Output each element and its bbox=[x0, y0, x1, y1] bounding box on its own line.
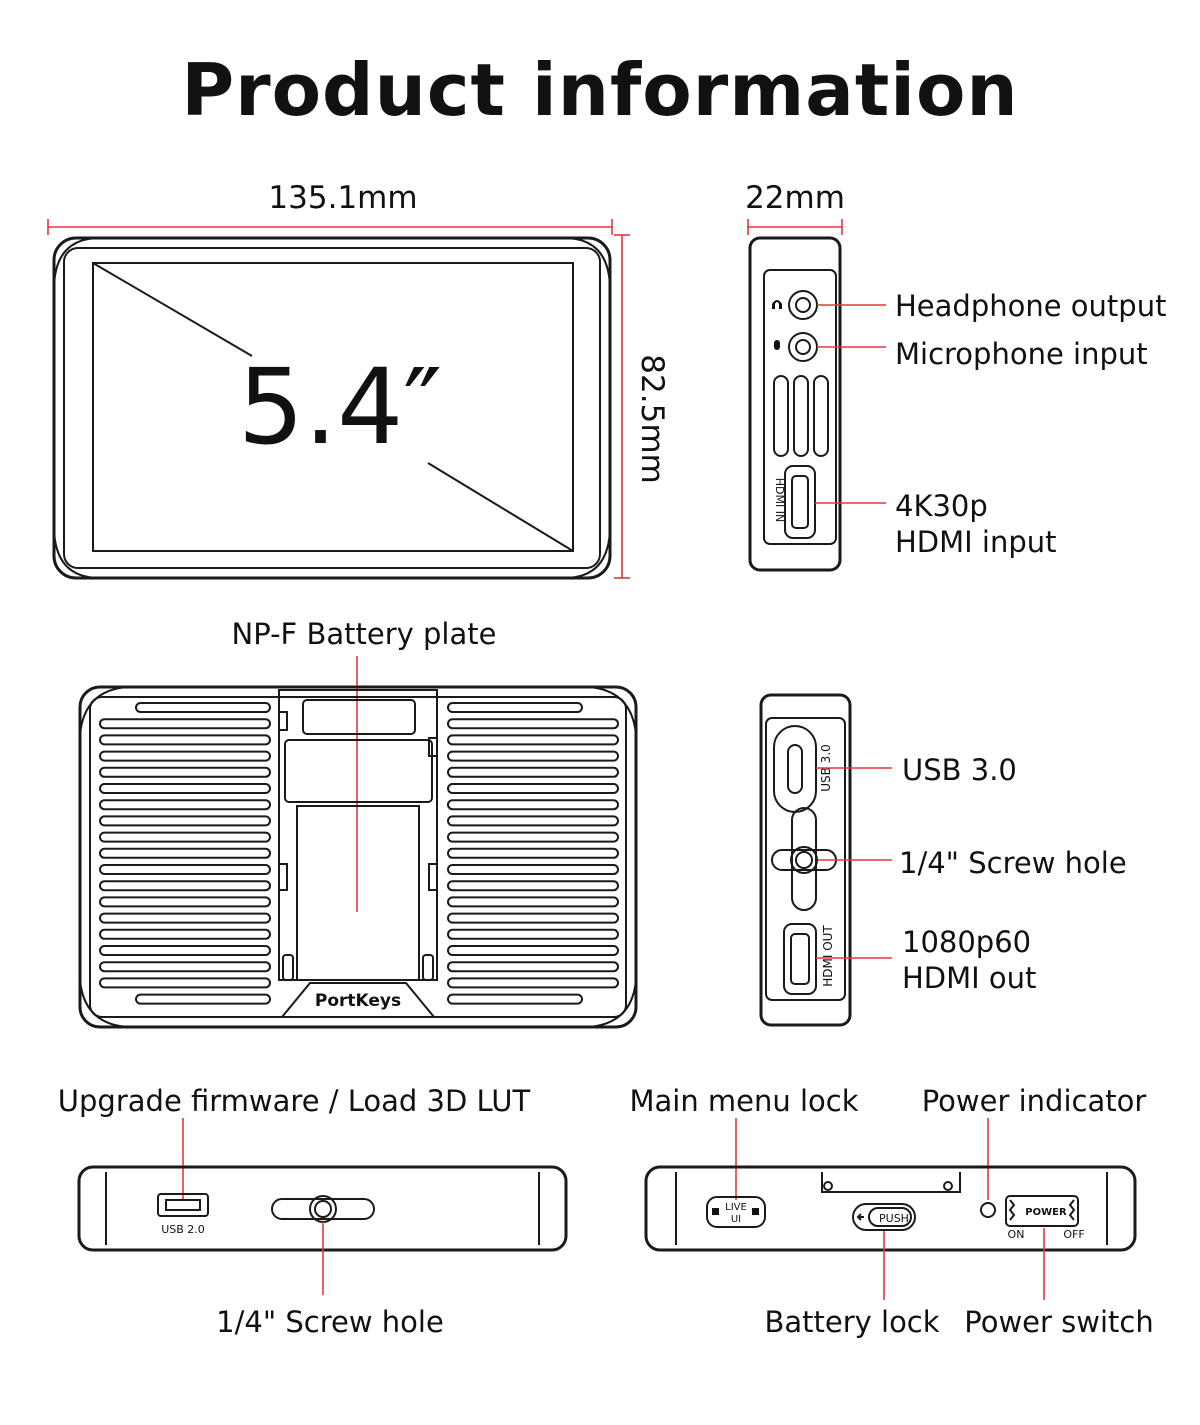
screw-hole-side bbox=[790, 846, 818, 874]
vent-slot bbox=[99, 880, 271, 892]
vent-slot bbox=[447, 880, 619, 892]
vent-slot bbox=[99, 977, 271, 989]
usb2-text: USB 2.0 bbox=[161, 1223, 205, 1236]
bottom-view: Upgrade firmware / Load 3D LUT USB 2.0 1… bbox=[58, 1084, 568, 1339]
vent-slot bbox=[447, 945, 619, 956]
back-vents bbox=[99, 702, 619, 1005]
front-view: 135.1mm 82.5mm 5.4″ bbox=[47, 180, 670, 580]
vent-slot bbox=[447, 928, 619, 940]
on-text: ON bbox=[1008, 1228, 1025, 1241]
vent-slot bbox=[99, 928, 271, 940]
vent-slot bbox=[447, 831, 619, 843]
off-text: OFF bbox=[1063, 1228, 1084, 1241]
screw-hole-bottom-label: 1/4" Screw hole bbox=[216, 1305, 444, 1339]
vent-slot bbox=[99, 945, 271, 956]
vent-slot bbox=[447, 961, 619, 973]
power-indicator-label: Power indicator bbox=[922, 1084, 1147, 1118]
thickness-dimension-label: 22mm bbox=[745, 180, 845, 216]
height-dimension-label: 82.5mm bbox=[634, 354, 670, 483]
vent-slot bbox=[447, 847, 619, 859]
vent-slot bbox=[99, 912, 271, 924]
vent-slot bbox=[447, 783, 619, 794]
screw-hole-side-label: 1/4" Screw hole bbox=[899, 846, 1127, 880]
main-menu-lock-label: Main menu lock bbox=[629, 1084, 858, 1118]
vent-slot bbox=[99, 864, 271, 875]
usb3-port bbox=[773, 725, 817, 813]
top-body bbox=[644, 1165, 1137, 1252]
brand-plate bbox=[279, 982, 437, 1018]
vent-slot bbox=[447, 734, 619, 746]
page-title: Product information bbox=[181, 48, 1019, 132]
vent-slot bbox=[447, 799, 619, 811]
width-dimension-label: 135.1mm bbox=[268, 180, 417, 216]
vent-slot bbox=[99, 847, 271, 859]
vent-slot bbox=[99, 783, 271, 794]
vent-slot bbox=[447, 815, 619, 827]
hdmi-input-label-line2: HDMI input bbox=[895, 525, 1057, 559]
vent-slot bbox=[99, 799, 271, 811]
power-text: POWER bbox=[1025, 1207, 1067, 1218]
vent-slot bbox=[99, 896, 271, 908]
microphone-jack bbox=[788, 332, 818, 362]
hdmi-in-port bbox=[784, 465, 816, 539]
screen-size-label: 5.4″ bbox=[238, 346, 442, 468]
battery-lock-label: Battery lock bbox=[764, 1305, 939, 1339]
live-text: LIVE bbox=[725, 1202, 747, 1213]
lock-icon-right bbox=[752, 1208, 759, 1215]
vent-slot bbox=[99, 831, 271, 843]
microphone-icon bbox=[774, 340, 780, 350]
headphone-output-label: Headphone output bbox=[895, 289, 1166, 323]
vent-slot bbox=[99, 718, 271, 730]
lock-icon-left bbox=[712, 1208, 719, 1215]
left-side-view: USB 3.0 HDMI OUT USB 3.0 1/4" Screw hole… bbox=[759, 693, 1127, 1027]
vent-slot bbox=[447, 977, 619, 989]
power-switch bbox=[1005, 1195, 1079, 1227]
power-indicator-led bbox=[980, 1202, 996, 1218]
vent-slot bbox=[447, 702, 583, 713]
side-body-right bbox=[748, 236, 842, 572]
push-text: PUSH bbox=[879, 1212, 909, 1225]
hdmi-out-port bbox=[783, 923, 817, 995]
hdmi-in-text: HDMI IN bbox=[773, 478, 786, 522]
vent-slot bbox=[99, 815, 271, 827]
vent-slot bbox=[135, 993, 271, 1005]
monitor-front-body bbox=[52, 236, 612, 580]
menu-lock-switch bbox=[706, 1196, 766, 1228]
brand-logo: PortKeys bbox=[315, 991, 401, 1011]
vent-slot bbox=[447, 864, 619, 875]
hdmi-out-label-line2: HDMI out bbox=[902, 961, 1036, 995]
ui-text: UI bbox=[731, 1214, 741, 1225]
hdmi-out-text: HDMI OUT bbox=[821, 925, 835, 987]
arrow-left-icon bbox=[856, 1213, 864, 1221]
vent-slot bbox=[447, 912, 619, 924]
vent-slot bbox=[447, 896, 619, 908]
monitor-screen bbox=[92, 262, 574, 552]
vent-slot bbox=[99, 734, 271, 746]
monitor-back-body bbox=[78, 685, 638, 1029]
battery-plate-label: NP-F Battery plate bbox=[232, 617, 497, 651]
vent-slot bbox=[447, 993, 583, 1005]
headphone-jack bbox=[788, 290, 818, 320]
battery-lock-button bbox=[852, 1203, 916, 1231]
top-view: Main menu lock Power indicator LIVE UI P… bbox=[629, 1084, 1153, 1339]
vent-slot bbox=[99, 766, 271, 778]
usb2-port bbox=[157, 1193, 209, 1217]
vent-slot bbox=[99, 961, 271, 973]
upgrade-firmware-label: Upgrade firmware / Load 3D LUT bbox=[58, 1084, 531, 1118]
vent-slot bbox=[447, 718, 619, 730]
vent-slot bbox=[447, 766, 619, 778]
back-view: NP-F Battery plate PortKeys bbox=[78, 617, 638, 1029]
vent-slot bbox=[99, 750, 271, 762]
right-side-view: 22mm HDMI IN Headphone output Microphone… bbox=[745, 180, 1166, 572]
usb3-label: USB 3.0 bbox=[902, 753, 1017, 787]
vent-slot bbox=[135, 702, 271, 713]
vent-slot bbox=[447, 750, 619, 762]
power-switch-label: Power switch bbox=[964, 1305, 1153, 1339]
hdmi-input-label-line1: 4K30p bbox=[895, 489, 988, 523]
microphone-input-label: Microphone input bbox=[895, 337, 1148, 371]
hdmi-out-label-line1: 1080p60 bbox=[902, 925, 1031, 959]
monitor-bezel bbox=[63, 247, 601, 569]
headphone-icon bbox=[772, 300, 782, 309]
